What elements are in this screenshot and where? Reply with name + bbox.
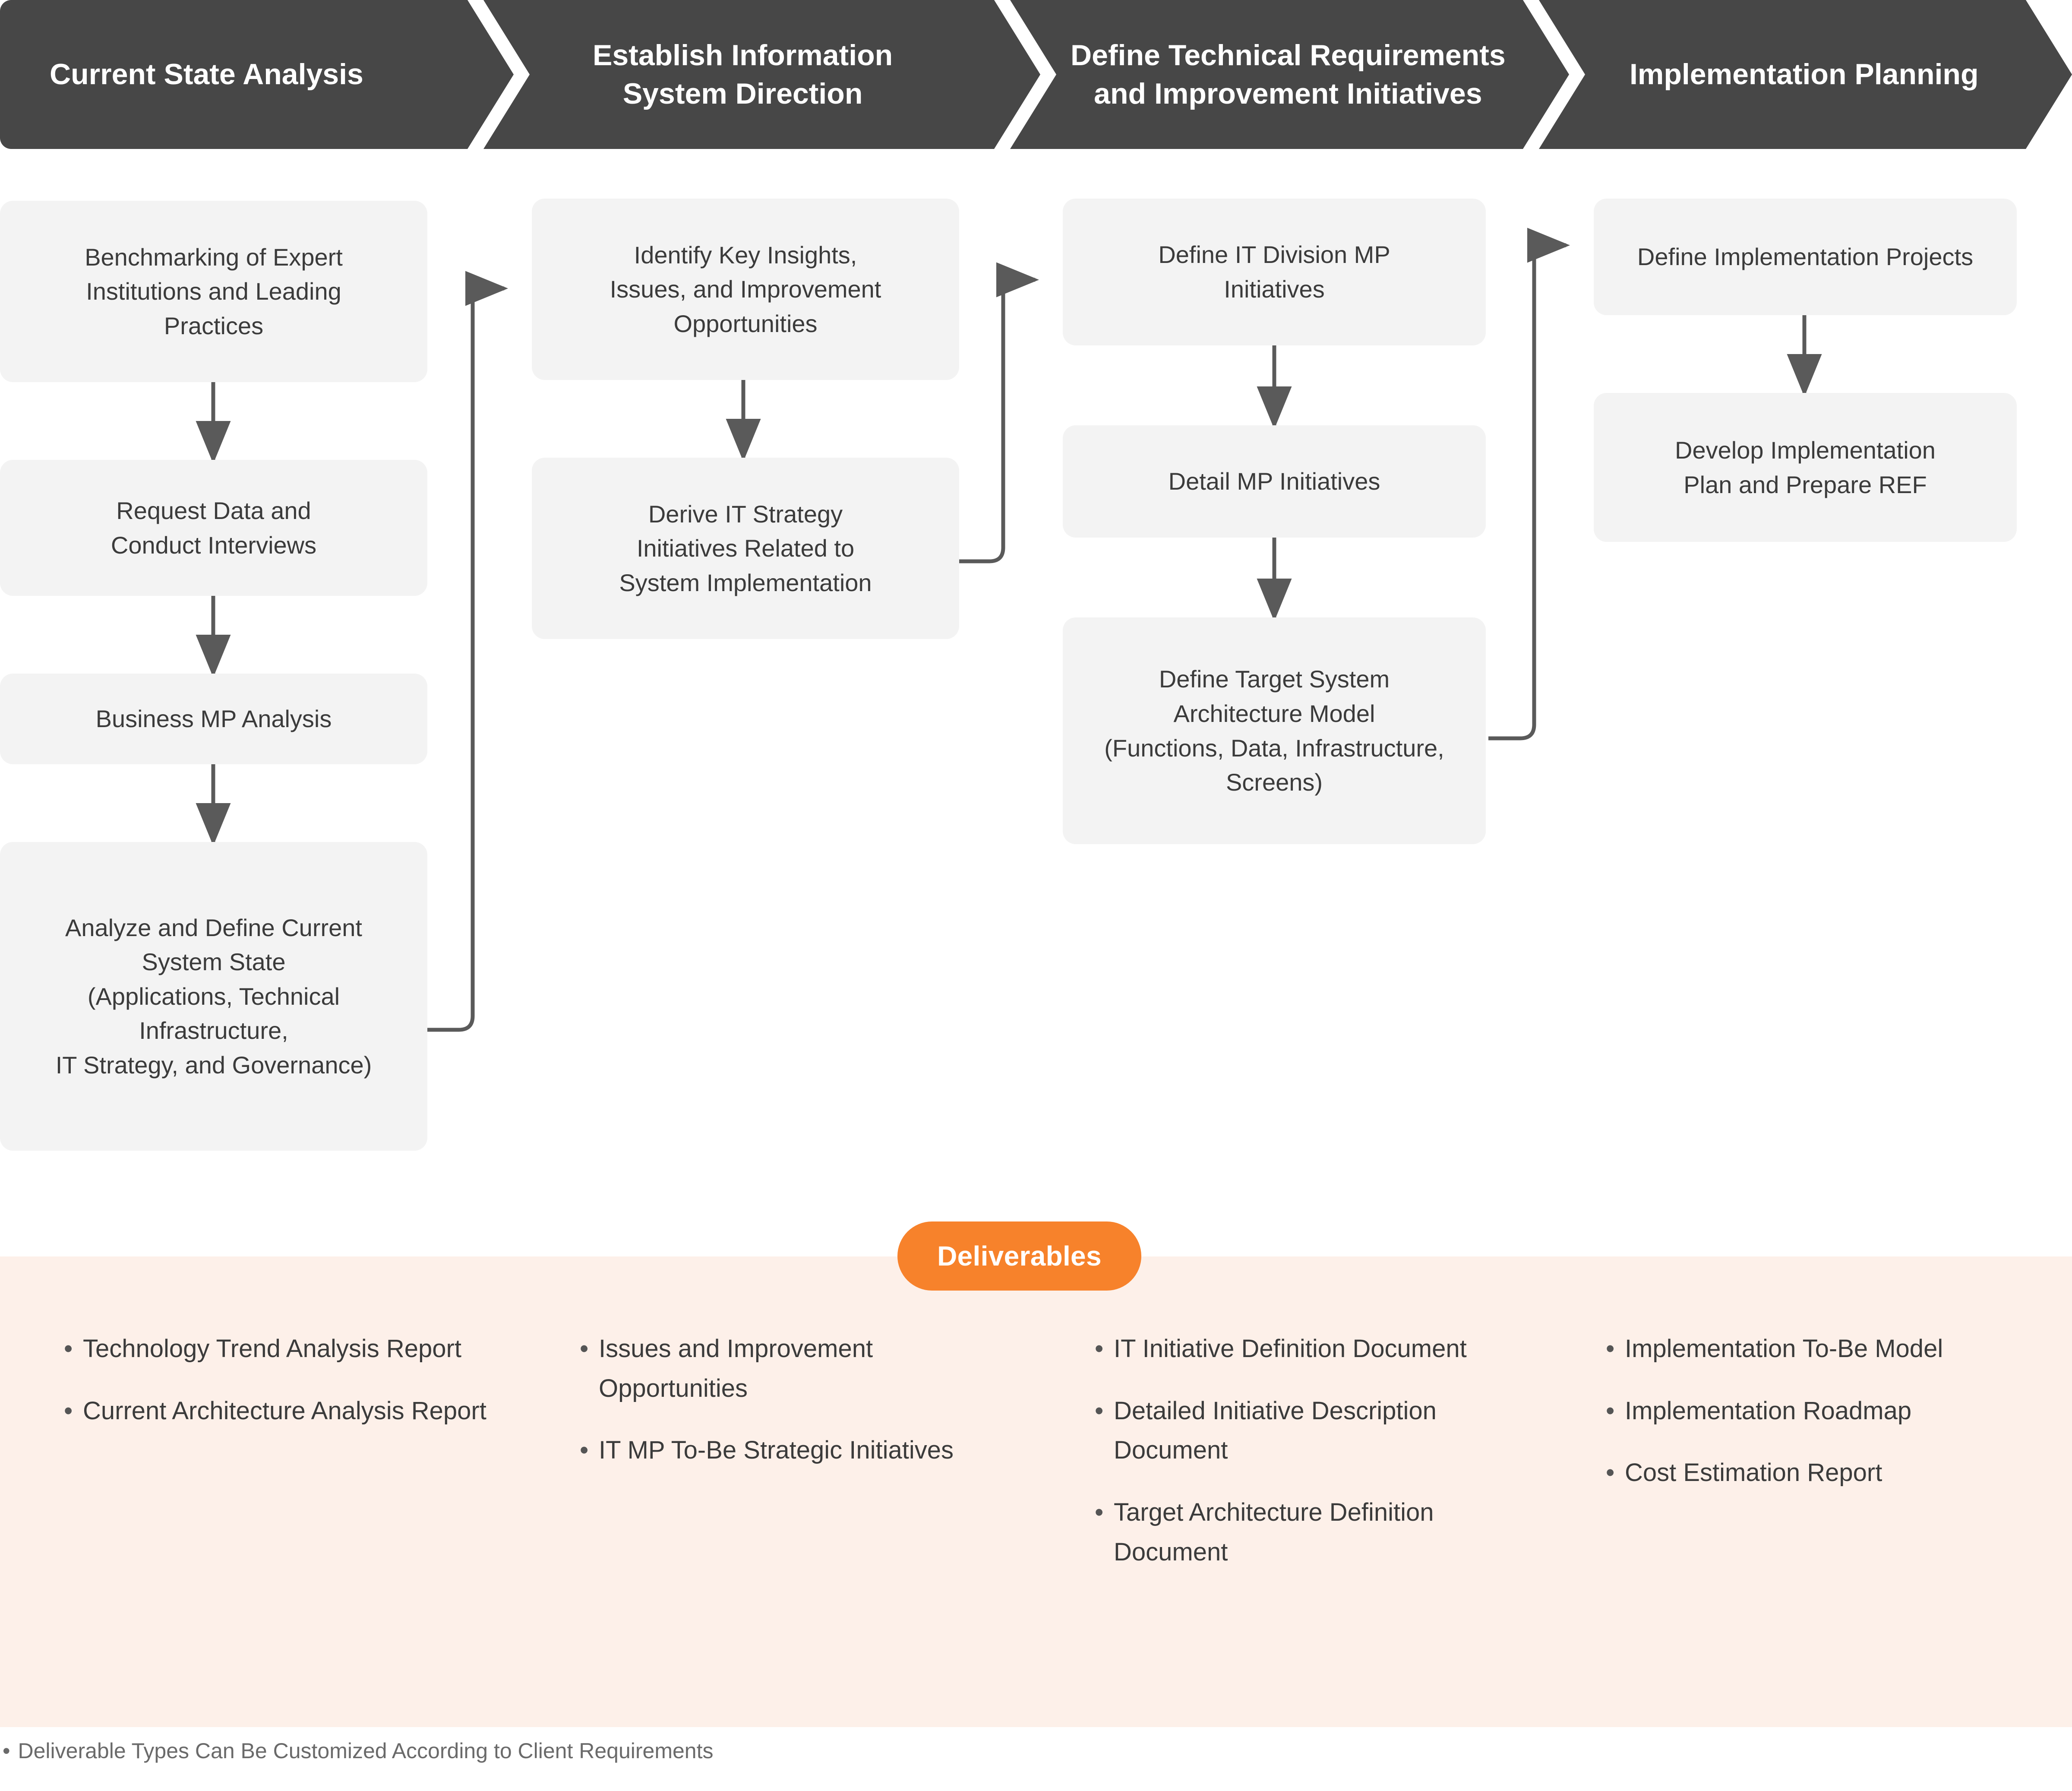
bullet-icon: • [64, 1335, 73, 1363]
flow-box-col2-2[interactable]: Derive IT Strategy Initiatives Related t… [532, 458, 959, 639]
deliverable-text: Implementation To-Be Model [1625, 1335, 1943, 1363]
footnote: • Deliverable Types Can Be Customized Ac… [3, 1736, 714, 1766]
deliverable-text: Implementation Roadmap [1625, 1396, 1912, 1425]
flow-box-col4-1[interactable]: Define Implementation Projects [1594, 199, 2017, 315]
deliverables-column-4: • Implementation To-Be Model • Implement… [1602, 1329, 2043, 1515]
deliverable-text: Cost Estimation Report [1625, 1459, 1882, 1487]
bullet-icon: • [64, 1396, 73, 1425]
deliverable-text: Technology Trend Analysis Report [83, 1335, 461, 1363]
deliverable-item: • Implementation Roadmap [1602, 1391, 2043, 1431]
deliverable-item: • Issues and Improvement Opportunities [576, 1329, 1012, 1408]
phase-label-3: Define Technical Requirements and Improv… [1071, 39, 1506, 110]
flow-box-col1-1[interactable]: Benchmarking of Expert Institutions and … [0, 201, 427, 382]
deliverable-item: • IT MP To-Be Strategic Initiatives [576, 1430, 1012, 1470]
phase-header: Current State Analysis Establish Informa… [0, 0, 2072, 149]
flow-box-col3-1[interactable]: Define IT Division MP Initiatives [1063, 199, 1486, 345]
deliverable-item: • Current Architecture Analysis Report [60, 1391, 496, 1431]
bullet-icon: • [1095, 1498, 1104, 1526]
deliverable-text: Detailed Initiative Description Document [1114, 1396, 1437, 1465]
connector-col3-to-col4 [1488, 228, 1570, 740]
deliverable-text: Issues and Improvement Opportunities [599, 1335, 873, 1402]
flow-box-col3-2[interactable]: Detail MP Initiatives [1063, 425, 1486, 538]
flow-box-col1-3[interactable]: Business MP Analysis [0, 674, 427, 764]
phase-chevron-3[interactable]: Define Technical Requirements and Improv… [1010, 0, 1569, 149]
deliverable-item: • Technology Trend Analysis Report [60, 1329, 496, 1369]
bullet-icon: • [1095, 1396, 1104, 1425]
deliverable-item: • Target Architecture Definition Documen… [1091, 1493, 1549, 1572]
phase-chevron-4[interactable]: Implementation Planning [1539, 0, 2072, 149]
deliverable-item: • Cost Estimation Report [1602, 1453, 2043, 1493]
phase-chevron-2[interactable]: Establish Information System Direction [483, 0, 1040, 149]
deliverable-text: IT Initiative Definition Document [1114, 1335, 1467, 1363]
deliverables-badge-label: Deliverables [937, 1240, 1102, 1272]
phase-label-1: Current State Analysis [50, 58, 363, 91]
deliverable-item: • Implementation To-Be Model [1602, 1329, 2043, 1369]
bullet-icon: • [580, 1436, 589, 1465]
connector-col1-to-col2 [427, 271, 508, 1032]
bullet-icon: • [1095, 1335, 1104, 1363]
phase-label-4: Implementation Planning [1630, 58, 1979, 91]
deliverable-text: Target Architecture Definition Document [1114, 1498, 1434, 1566]
deliverables-column-1: • Technology Trend Analysis Report • Cur… [60, 1329, 496, 1453]
bullet-icon: • [1606, 1335, 1615, 1363]
footnote-text: Deliverable Types Can Be Customized Acco… [18, 1739, 714, 1763]
deliverable-item: • Detailed Initiative Description Docume… [1091, 1391, 1549, 1470]
flow-box-col1-2[interactable]: Request Data and Conduct Interviews [0, 460, 427, 596]
deliverables-panel [0, 1256, 2072, 1727]
deliverables-column-3: • IT Initiative Definition Document • De… [1091, 1329, 1549, 1594]
flow-box-col3-3[interactable]: Define Target System Architecture Model … [1063, 617, 1486, 844]
phase-chevron-1[interactable]: Current State Analysis [0, 0, 514, 149]
deliverable-item: • IT Initiative Definition Document [1091, 1329, 1549, 1369]
connector-col2-to-col3 [957, 262, 1039, 563]
deliverable-text: IT MP To-Be Strategic Initiatives [599, 1436, 954, 1465]
bullet-icon: • [1606, 1459, 1615, 1487]
flow-box-col2-1[interactable]: Identify Key Insights, Issues, and Impro… [532, 199, 959, 380]
bullet-icon: • [580, 1335, 589, 1363]
deliverables-column-2: • Issues and Improvement Opportunities •… [576, 1329, 1012, 1493]
deliverables-badge: Deliverables [897, 1221, 1141, 1291]
flow-box-col4-2[interactable]: Develop Implementation Plan and Prepare … [1594, 393, 2017, 542]
bullet-icon: • [3, 1739, 10, 1763]
phase-label-2: Establish Information System Direction [593, 39, 893, 110]
bullet-icon: • [1606, 1396, 1615, 1425]
flow-box-col1-4[interactable]: Analyze and Define Current System State … [0, 842, 427, 1151]
deliverable-text: Current Architecture Analysis Report [83, 1396, 486, 1425]
